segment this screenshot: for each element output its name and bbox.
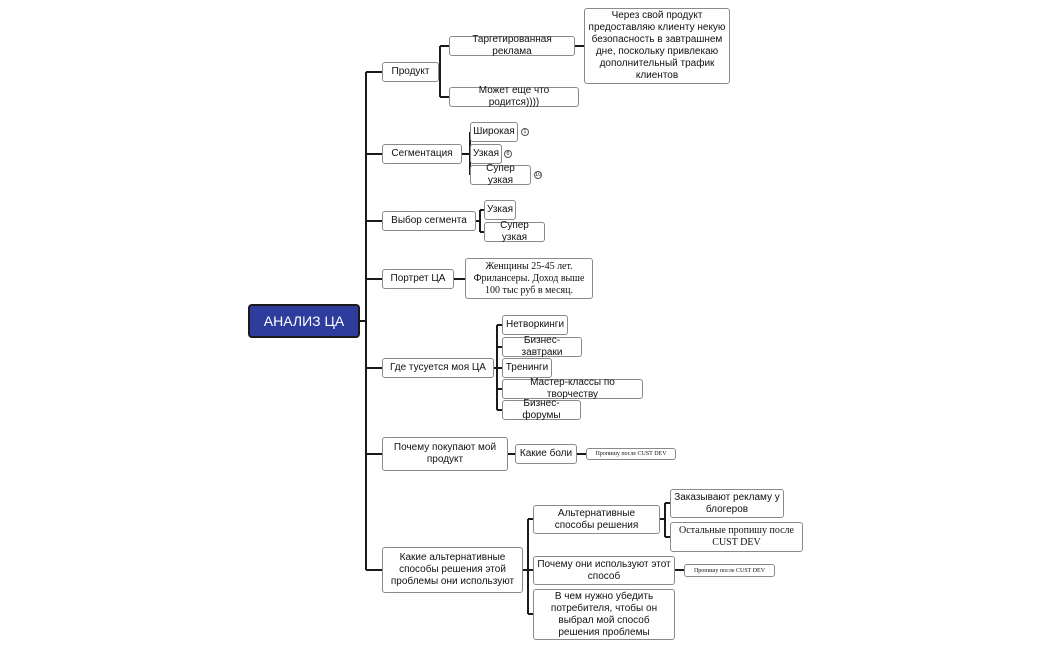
node-seg-wide[interactable]: Широкая — [470, 122, 518, 142]
node-segmentation[interactable]: Сегментация — [382, 144, 462, 164]
node-hangout-trainings[interactable]: Тренинги — [502, 358, 552, 378]
node-why-buy[interactable]: Почему покупают мой продукт — [382, 437, 508, 471]
node-why-use[interactable]: Почему они используют этот способ — [533, 556, 675, 585]
node-alt-rest[interactable]: Остальные пропишу после CUST DEV — [670, 522, 803, 552]
node-seg-narrow[interactable]: Узкая — [470, 144, 502, 164]
node-hangout-masterclasses[interactable]: Мастер-классы по творчеству — [502, 377, 643, 400]
node-hangout[interactable]: Где тусуется моя ЦА — [382, 358, 494, 378]
priority-badge: 1 — [521, 128, 529, 136]
node-hangout-networking[interactable]: Нетворкинги — [502, 315, 568, 335]
node-pains[interactable]: Какие боли — [515, 444, 577, 464]
node-alternatives[interactable]: Какие альтернативные способы решения это… — [382, 547, 523, 593]
root-node[interactable]: АНАЛИЗ ЦА — [248, 304, 360, 338]
node-portrait[interactable]: Портрет ЦА — [382, 269, 454, 289]
node-targeting-note[interactable]: Через свой продукт предоставляю клиенту … — [584, 8, 730, 84]
node-targeting[interactable]: Таргетированная реклама — [449, 34, 575, 57]
node-product[interactable]: Продукт — [382, 62, 439, 82]
node-hangout-forums[interactable]: Бизнес-форумы — [502, 398, 581, 421]
node-segment-choice[interactable]: Выбор сегмента — [382, 211, 476, 231]
node-choice-narrow[interactable]: Узкая — [484, 200, 516, 220]
priority-badge: 10 — [534, 171, 542, 179]
node-why-use-note[interactable]: Пропишу после CUST DEV — [684, 564, 775, 577]
node-seg-super[interactable]: Супер узкая — [470, 163, 531, 186]
priority-badge: 6 — [504, 150, 512, 158]
node-convince[interactable]: В чем нужно убедить потребителя, чтобы о… — [533, 589, 675, 640]
node-alt-bloggers[interactable]: Заказывают рекламу у блогеров — [670, 489, 784, 518]
node-pains-note[interactable]: Пропишу после CUST DEV — [586, 448, 676, 460]
node-portrait-detail[interactable]: Женщины 25-45 лет. Фрилансеры. Доход выш… — [465, 258, 593, 299]
node-maybe[interactable]: Может еще что родится)))) — [449, 85, 579, 108]
node-hangout-breakfasts[interactable]: Бизнес-завтраки — [502, 335, 582, 358]
node-alt-methods[interactable]: Альтернативные способы решения — [533, 505, 660, 534]
node-choice-super[interactable]: Супер узкая — [484, 220, 545, 243]
